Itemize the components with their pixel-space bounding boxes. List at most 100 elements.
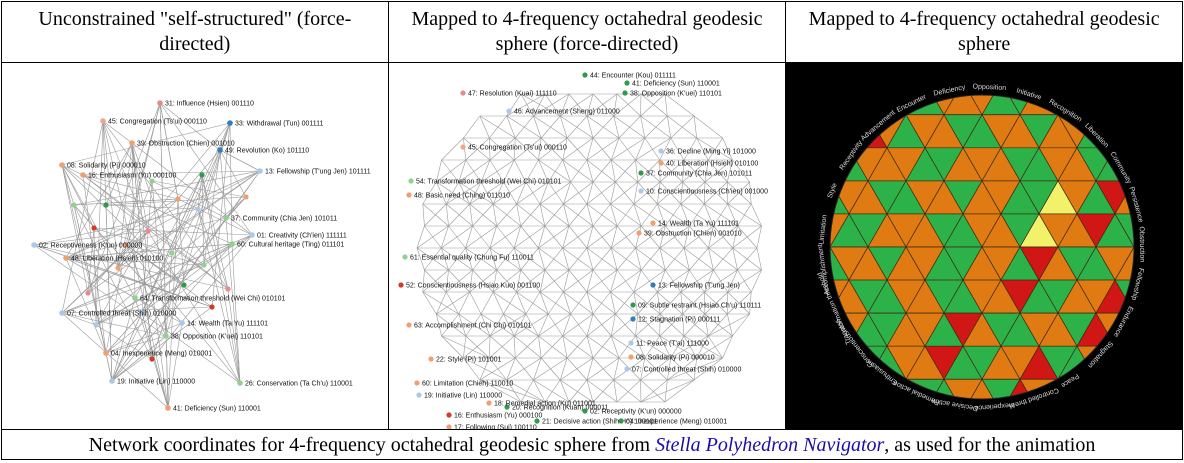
lattice-edge xyxy=(656,181,661,205)
lattice-edge xyxy=(680,291,705,315)
node-label: 64: Transformation threshold (Wei Chi) 0… xyxy=(140,296,285,303)
sphere-facet xyxy=(830,114,850,149)
stella-link[interactable]: Stella Polyhedron Navigator xyxy=(655,433,885,456)
lattice-edge xyxy=(732,225,762,249)
caption-row: Network coordinates for 4-frequency octa… xyxy=(1,429,1183,460)
lattice-edge xyxy=(726,159,733,183)
lattice-edge xyxy=(520,247,539,271)
node-label: 19: Initiative (Lin) 110000 xyxy=(424,393,502,400)
lattice-edge xyxy=(586,379,593,403)
lattice-edge xyxy=(568,247,587,271)
node-label: 54: Transformation threshold (Wei Chi) 0… xyxy=(416,179,561,186)
node-label: 21: Decisive action (Shih Ho) 100101 xyxy=(542,419,658,426)
network-edge xyxy=(197,208,229,290)
network-node xyxy=(628,354,634,360)
node-label: 16: Enthusiasm (Yu) 000100 xyxy=(88,173,176,180)
lattice-edge xyxy=(570,291,587,315)
lattice-edge xyxy=(586,291,593,315)
lattice-edge xyxy=(633,269,642,293)
network-edge xyxy=(95,230,149,326)
lattice-edge xyxy=(610,335,619,359)
caption-text-after: , as used for the animation xyxy=(884,433,1096,456)
lattice-edge xyxy=(610,159,616,183)
sphere-facet xyxy=(786,82,792,115)
network-edge xyxy=(231,243,241,384)
lattice-edge xyxy=(506,357,516,381)
lattice-edge xyxy=(639,357,645,381)
lattice-edge xyxy=(562,203,569,227)
lattice-edge xyxy=(563,291,593,315)
network-edge xyxy=(87,227,95,294)
lattice-edge xyxy=(681,313,684,337)
lattice-edge xyxy=(707,225,714,249)
lattice-edge xyxy=(634,137,671,161)
lattice-edge xyxy=(559,115,593,139)
network-edge xyxy=(105,234,253,354)
lattice-edge xyxy=(756,225,762,249)
sphere-facet xyxy=(849,412,887,429)
lattice-edge xyxy=(586,313,593,337)
lattice-edge xyxy=(756,247,762,271)
lattice-edge xyxy=(707,335,723,359)
lattice-edge xyxy=(520,93,561,117)
lattice-edge xyxy=(670,335,684,359)
lattice-edge xyxy=(586,335,619,359)
lattice-edge xyxy=(458,313,466,337)
lattice-edge xyxy=(586,159,593,183)
network-edge xyxy=(93,227,97,326)
lattice-edge xyxy=(640,93,665,117)
sphere-facet xyxy=(786,313,792,346)
geodesic-sphere-render: LiberationCommunityPersistenceObstructio… xyxy=(786,82,1146,429)
lattice-edge xyxy=(704,291,728,315)
lattice-edge xyxy=(423,203,447,227)
lattice-edge xyxy=(640,357,671,381)
lattice-edge xyxy=(586,93,593,117)
network-edge xyxy=(93,227,173,254)
lattice-edge xyxy=(616,203,634,227)
sphere-facet xyxy=(786,412,811,429)
lattice-edge xyxy=(640,115,671,139)
sphere-facet xyxy=(830,147,831,182)
network-edges xyxy=(33,102,261,409)
network-node xyxy=(650,220,656,226)
lattice-edge xyxy=(537,225,569,249)
lattice-edge xyxy=(666,357,671,381)
network-node xyxy=(506,108,512,114)
caption: Network coordinates for 4-frequency octa… xyxy=(1,429,1183,460)
lattice-edge xyxy=(704,159,733,183)
lattice-edge xyxy=(659,313,684,337)
lattice-edge xyxy=(445,203,449,227)
lattice-edge xyxy=(525,159,539,183)
node-label: 41: Deficiency (Sun) 110001 xyxy=(632,81,720,88)
lattice-edge xyxy=(515,203,521,227)
lattice-edge xyxy=(683,247,690,271)
lattice-edge xyxy=(614,159,636,183)
lattice-edge xyxy=(693,357,723,381)
lattice-edge xyxy=(726,313,733,337)
lattice-edge xyxy=(750,203,762,227)
lattice-edge xyxy=(635,225,666,249)
lattice-edge xyxy=(566,335,587,359)
lattice-edge xyxy=(562,335,593,359)
network-edge xyxy=(197,208,241,384)
lattice-edge xyxy=(537,313,549,337)
lattice-edge xyxy=(640,93,668,117)
network-node xyxy=(650,282,656,288)
network-node xyxy=(71,202,77,208)
lattice-edge xyxy=(480,291,494,315)
lattice-edge xyxy=(666,357,723,381)
network-edge xyxy=(102,120,229,290)
lattice-edge xyxy=(613,379,641,403)
header-mapped-sphere: Mapped to 4-frequency octahedral geodesi… xyxy=(785,1,1183,63)
sphere-facet xyxy=(1039,412,1077,429)
network-edge xyxy=(131,142,136,299)
lattice-edge xyxy=(489,313,526,337)
lattice-edge xyxy=(562,159,571,183)
node-label: 49: Revolution (Ko) 101110 xyxy=(225,148,309,155)
lattice-edge xyxy=(731,313,750,337)
network-node xyxy=(504,404,510,410)
lattice-edge xyxy=(680,181,683,205)
